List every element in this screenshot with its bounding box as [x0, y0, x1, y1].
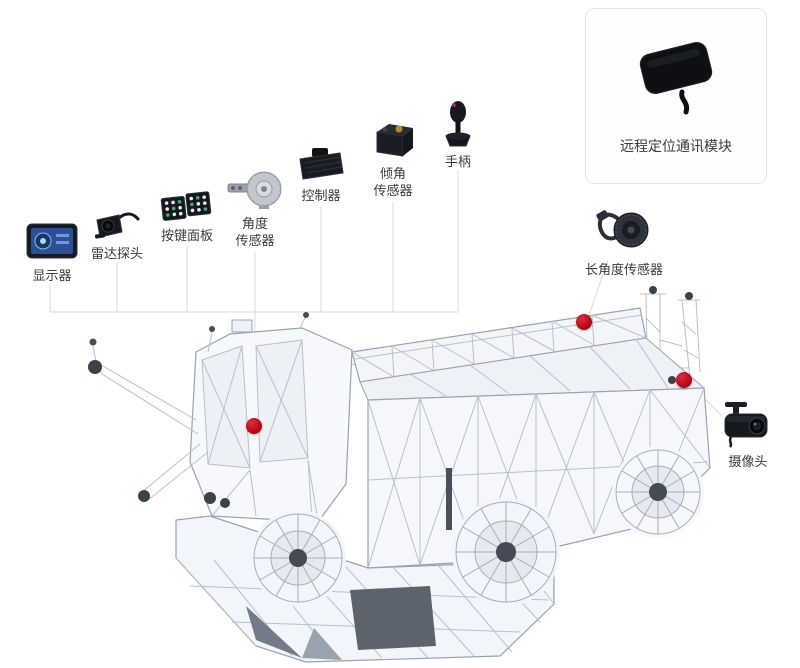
- tilt-sensor-label: 倾角 传感器: [373, 166, 413, 198]
- angle-sensor-icon: [226, 168, 284, 210]
- rear-marker: [676, 372, 692, 388]
- remote-module-icon: [630, 36, 722, 121]
- callout-joystick: 手柄: [436, 100, 480, 171]
- vehicle-front-arm: [88, 338, 230, 508]
- controller-icon: [296, 146, 346, 182]
- tilt-sensor-icon: [369, 120, 417, 160]
- joystick-icon: [441, 100, 475, 148]
- callout-display: 显示器: [20, 222, 84, 285]
- callout-controller: 控制器: [293, 146, 349, 205]
- long-angle-sensor-label: 长角度传感器: [584, 262, 663, 277]
- remote-module-panel: 远程定位通讯模块: [585, 8, 767, 184]
- vehicle-wheels: [250, 446, 704, 606]
- radar-probe-icon: [93, 210, 141, 240]
- callout-angle-sensor: 角度 传感器: [226, 168, 284, 250]
- callout-tilt-sensor: 倾角 传感器: [366, 120, 420, 200]
- display-label: 显示器: [32, 268, 72, 283]
- callout-keypad: 按键面板: [159, 190, 215, 245]
- callout-long-angle-sensor: 长角度传感器: [566, 204, 682, 279]
- vehicle-cab: [189, 312, 371, 523]
- cab-marker: [246, 418, 262, 434]
- boom-marker: [576, 314, 592, 330]
- angle-sensor-label: 角度 传感器: [235, 216, 275, 248]
- joystick-label: 手柄: [444, 154, 471, 169]
- radar-label: 雷达探头: [90, 246, 143, 261]
- callout-camera: 摄像头: [714, 400, 782, 471]
- keypad-icon: [160, 190, 214, 222]
- camera-label: 摄像头: [728, 454, 768, 469]
- keypad-label: 按键面板: [160, 228, 213, 243]
- callout-radar: 雷达探头: [87, 210, 147, 263]
- remote-module-label: 远程定位通讯模块: [620, 138, 732, 155]
- controller-label: 控制器: [301, 188, 341, 203]
- monitor-icon: [26, 222, 78, 262]
- camera-icon: [721, 400, 775, 448]
- long-angle-sensor-icon: [595, 204, 653, 256]
